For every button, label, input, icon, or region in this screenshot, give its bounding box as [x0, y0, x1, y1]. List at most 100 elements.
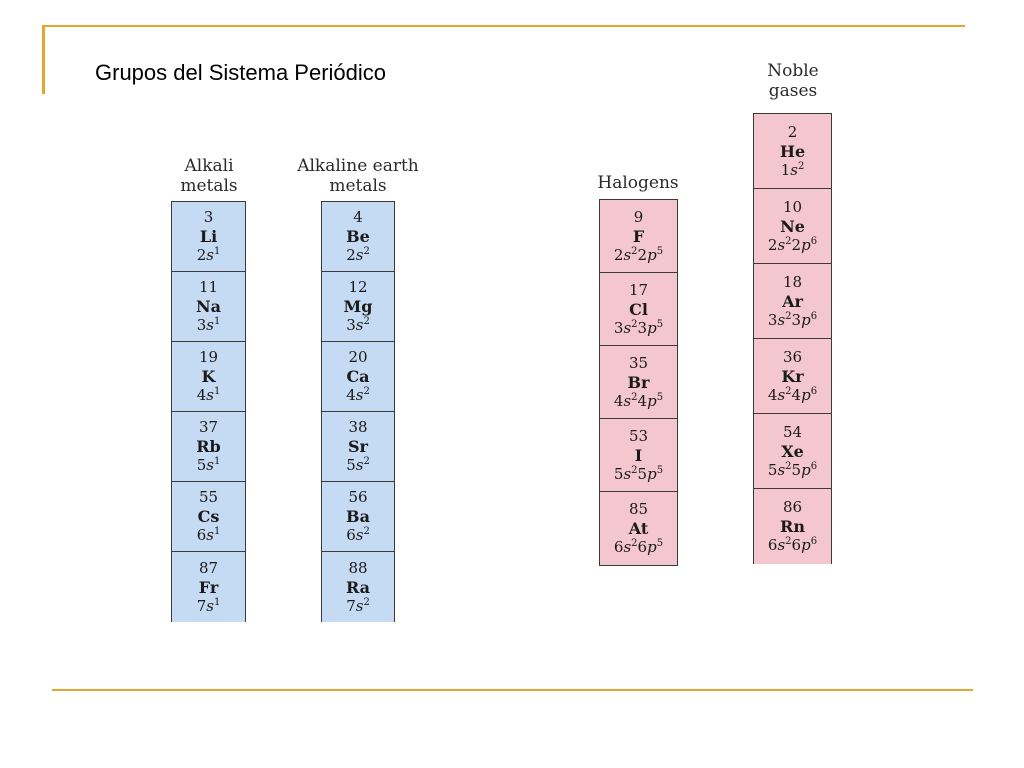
- electron-configuration: 4s24p5: [613, 391, 664, 410]
- atomic-number: 9: [633, 207, 644, 226]
- electron-configuration: 2s2: [346, 246, 370, 264]
- slide-title: Grupos del Sistema Periódico: [95, 60, 387, 85]
- left-accent-line: [42, 26, 45, 94]
- electron-configuration: 5s25p6: [767, 460, 818, 479]
- electron-configuration: 6s26p6: [767, 536, 818, 554]
- group-name-line-2: gases: [768, 81, 818, 101]
- element-symbol: Kr: [781, 366, 804, 386]
- atomic-number: 3: [203, 208, 214, 226]
- top-accent-line: [42, 25, 965, 27]
- element-symbol: Fr: [198, 577, 219, 597]
- element-symbol: Rb: [196, 437, 221, 456]
- element-symbol: Cl: [629, 299, 648, 319]
- element-symbol: Ca: [346, 367, 370, 386]
- electron-configuration: 3s23p5: [613, 318, 664, 337]
- atomic-number: 35: [628, 353, 649, 372]
- electron-configuration: 3s1: [196, 316, 221, 334]
- atomic-number: 36: [782, 347, 803, 366]
- element-symbol: Be: [346, 227, 370, 246]
- element-symbol: Br: [627, 372, 650, 392]
- atomic-number: 53: [628, 426, 649, 445]
- atomic-number: 4: [353, 208, 363, 226]
- atomic-number: 19: [198, 348, 219, 366]
- electron-configuration: 3s23p6: [767, 310, 818, 329]
- group-name-line-1: Noble: [767, 61, 819, 81]
- atomic-number: 37: [198, 418, 219, 436]
- element-symbol: Sr: [348, 437, 368, 456]
- electron-configuration: 3s2: [346, 316, 370, 334]
- electron-configuration: 5s2: [346, 456, 370, 474]
- group-name-line-1: Halogens: [597, 173, 679, 193]
- element-symbol: Mg: [343, 297, 373, 316]
- atomic-number: 12: [348, 278, 368, 296]
- atomic-number: 88: [348, 558, 368, 577]
- element-symbol: F: [632, 226, 645, 246]
- element-symbol: Ne: [780, 216, 805, 236]
- electron-configuration: 4s2: [346, 386, 370, 404]
- atomic-number: 17: [628, 280, 649, 299]
- electron-configuration: 7s2: [346, 596, 370, 615]
- bottom-accent-line: [52, 689, 973, 691]
- atomic-number: 87: [198, 558, 219, 577]
- atomic-number: 85: [628, 500, 649, 518]
- atomic-number: 56: [348, 488, 368, 506]
- element-symbol: Xe: [781, 441, 804, 461]
- element-symbol: Rn: [780, 517, 805, 536]
- atomic-number: 2: [787, 122, 798, 141]
- electron-configuration: 2s22p6: [767, 235, 818, 254]
- group-name-line-2: metals: [180, 176, 238, 196]
- group-header-alkaline-earth-metals: Alkaline earth metals: [294, 156, 422, 196]
- group-header-alkali-metals: Alkali metals: [168, 156, 250, 196]
- element-symbol: Ba: [346, 507, 370, 526]
- electron-configuration: 1s2: [780, 160, 805, 179]
- group-name-line-1: Alkaline earth: [297, 156, 419, 176]
- atomic-number: 18: [782, 272, 803, 291]
- atomic-number: 55: [198, 488, 219, 506]
- electron-configuration: 4s24p6: [767, 385, 818, 404]
- element-symbol: Ra: [345, 577, 371, 597]
- atomic-number: 54: [782, 422, 803, 441]
- atomic-number: 38: [348, 418, 368, 436]
- atomic-number: 20: [348, 348, 368, 366]
- electron-configuration: 5s1: [196, 456, 221, 474]
- group-header-halogens: Halogens: [592, 173, 684, 193]
- element-symbol: Ar: [782, 291, 803, 311]
- atomic-number: 10: [782, 197, 803, 216]
- electron-configuration: 4s1: [196, 386, 221, 404]
- electron-configuration: 2s22p5: [613, 245, 664, 264]
- element-symbol: He: [779, 141, 806, 161]
- electron-configuration: 7s1: [196, 596, 221, 615]
- element-symbol: I: [634, 445, 643, 465]
- group-name-line-2: metals: [329, 176, 387, 196]
- element-symbol: Cs: [197, 507, 220, 526]
- electron-configuration: 2s1: [196, 246, 221, 264]
- group-name-line-1: Alkali: [184, 156, 234, 176]
- electron-configuration: 6s1: [196, 526, 221, 544]
